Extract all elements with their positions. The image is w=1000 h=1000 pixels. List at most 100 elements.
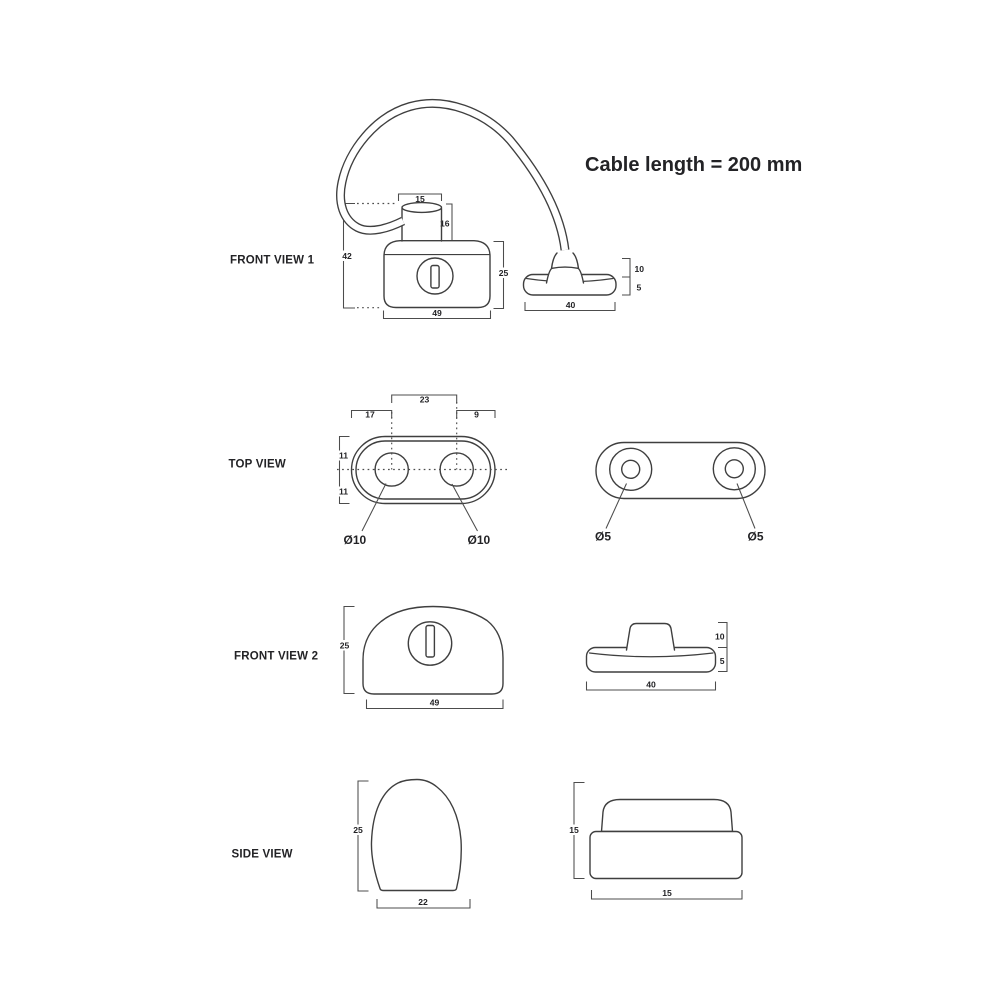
dim-value: 23 — [420, 395, 430, 405]
dim-left-edge-to-hole: 17 — [350, 409, 393, 420]
dim-extension-dotted — [357, 202, 396, 309]
anchor-stem-2 — [625, 622, 676, 651]
dim-bracket — [718, 621, 728, 673]
dim-body-height-2: 25 — [337, 605, 355, 695]
dim-label-bg — [339, 250, 355, 261]
dim-bracket — [456, 409, 496, 418]
top-view-label: TOP VIEW — [229, 459, 286, 471]
dim-label-bg — [567, 824, 581, 835]
lock-dome — [362, 605, 504, 695]
dim-anchor-width-2: 40 — [585, 680, 717, 691]
dim-value: 25 — [499, 268, 509, 278]
callout-anchor-hole-left: Ø5 — [595, 483, 627, 544]
dim-anchor-heights: 10 5 — [622, 257, 645, 296]
anchor-side-base — [589, 830, 743, 880]
dim-value: 10 — [715, 632, 725, 642]
anchor-base-2 — [585, 646, 717, 673]
dim-value: 15 — [662, 888, 672, 898]
dim-value: 17 — [365, 410, 375, 420]
dim-bracket — [357, 780, 369, 892]
hole-diameter-label: Ø10 — [344, 533, 367, 547]
top-view: TOP VIEW 23 17 9 11 11 Ø10 — [229, 394, 766, 547]
hole-diameter-label: Ø5 — [748, 530, 764, 544]
body-top-outline-outer — [350, 435, 496, 505]
anchor-top-outline — [595, 441, 766, 500]
dim-total-height: 42 — [339, 202, 396, 309]
dim-anchor-side-height: 15 — [567, 781, 585, 880]
dim-value: 5 — [637, 283, 642, 293]
side-view: SIDE VIEW 25 22 15 15 — [232, 778, 743, 909]
dim-neck-width: 15 — [397, 193, 443, 204]
lock-side-profile — [370, 778, 462, 892]
dim-value: 15 — [415, 194, 425, 204]
dim-value: 10 — [635, 264, 645, 274]
cable-length-note: Cable length = 200 mm — [585, 154, 802, 176]
dim-label-bg — [496, 267, 511, 278]
anchor-right-recess — [712, 447, 756, 491]
anchor-stem — [545, 266, 585, 284]
dim-side-height: 25 — [351, 780, 369, 892]
leader-line — [451, 483, 478, 532]
dim-label-bg — [337, 640, 351, 651]
front-view-1: FRONT VIEW 1 Cable length = 200 mm 15 16… — [230, 98, 802, 320]
dim-bracket — [524, 302, 616, 312]
dim-half-heights: 11 11 — [336, 435, 350, 505]
dim-value: 40 — [566, 300, 576, 310]
dim-bracket — [446, 203, 453, 249]
callout-hole-right: Ø10 — [451, 483, 491, 547]
lock-neck-top — [401, 201, 443, 214]
dim-bracket — [376, 899, 471, 909]
front-view-2: FRONT VIEW 2 25 49 10 5 40 — [234, 605, 728, 710]
keyhole-slot-2 — [425, 624, 436, 658]
anchor-right-hole — [724, 459, 744, 479]
dim-bracket — [391, 394, 458, 403]
dim-value: 25 — [353, 825, 363, 835]
dim-bracket — [590, 890, 743, 900]
dim-value: 11 — [339, 451, 348, 461]
lock-body — [383, 240, 491, 309]
dim-side-width: 22 — [376, 897, 471, 909]
dim-bracket — [350, 409, 393, 418]
anchor-ferrule — [550, 252, 580, 270]
dim-bracket — [382, 310, 492, 320]
dim-value: 22 — [418, 897, 428, 907]
dim-bracket — [585, 681, 717, 691]
dim-label-bg — [351, 824, 365, 835]
leader-line — [605, 483, 627, 529]
leader-line — [736, 483, 756, 529]
keyhole-ring — [416, 257, 454, 295]
dim-value: 16 — [440, 219, 450, 229]
dim-value: 11 — [339, 487, 348, 497]
anchor-ferrule-fill — [551, 251, 579, 269]
lock-neck-sides — [401, 207, 443, 242]
dim-anchor-heights-2: 10 5 — [715, 621, 728, 673]
keyhole-ring-2 — [407, 621, 453, 666]
dim-anchor-width: 40 — [524, 300, 616, 312]
hole-diameter-label: Ø10 — [468, 533, 491, 547]
dim-value: 49 — [432, 308, 442, 318]
dim-value: 15 — [569, 825, 579, 835]
leader-line — [361, 483, 387, 532]
anchor-left-hole — [621, 459, 641, 479]
dim-body-width: 49 — [382, 308, 492, 320]
callout-hole-left: Ø10 — [344, 483, 387, 547]
anchor-stem-fill — [546, 267, 584, 286]
dim-value: 9 — [474, 410, 479, 420]
dim-neck-height: 16 — [440, 203, 453, 249]
anchor-stem-2-fill — [626, 623, 675, 650]
dim-bracket — [622, 257, 631, 296]
anchor-side-top — [600, 798, 734, 833]
dim-hole-spacing: 23 — [391, 394, 458, 405]
callout-anchor-hole-right: Ø5 — [736, 483, 764, 544]
dim-value: 5 — [720, 656, 725, 666]
anchor-base-edge-2 — [588, 652, 714, 658]
dim-value: 49 — [430, 698, 440, 708]
dim-hole-to-right-edge: 9 — [456, 409, 496, 420]
dim-value: 40 — [646, 680, 656, 690]
dim-value: 42 — [342, 251, 352, 261]
side-view-label: SIDE VIEW — [232, 849, 293, 861]
dim-bracket — [365, 699, 504, 710]
dim-label-bg — [336, 450, 350, 461]
